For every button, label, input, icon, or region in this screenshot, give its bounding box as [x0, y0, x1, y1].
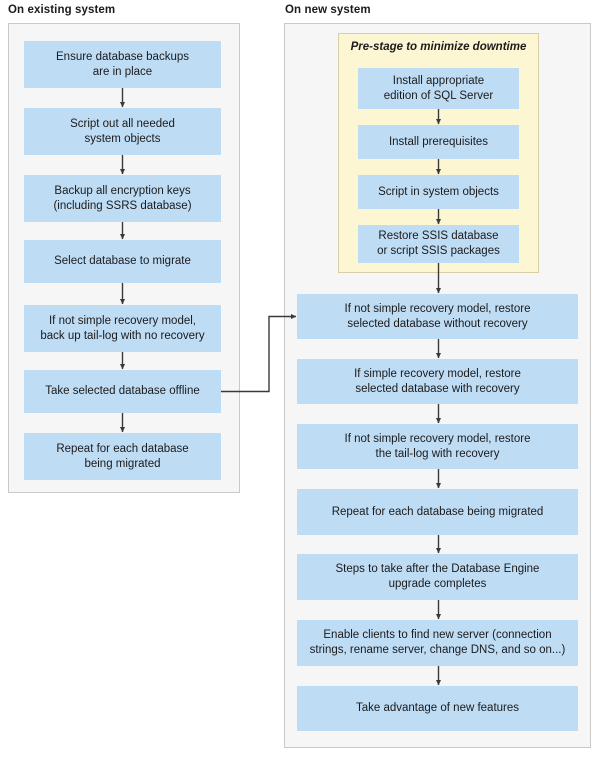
node-line-2: being migrated — [84, 457, 161, 470]
node-line-2: system objects — [84, 132, 161, 145]
node-backup-tail-log-no-recovery[interactable]: If not simple recovery model, back up ta… — [24, 305, 221, 352]
node-script-in-system-objects[interactable]: Script in system objects — [358, 175, 519, 209]
node-line-1: Restore SSIS database — [378, 230, 499, 242]
node-line-1: Repeat for each database — [56, 442, 189, 455]
node-select-database-to-migrate[interactable]: Select database to migrate — [24, 240, 221, 283]
node-line-1: Install appropriate — [392, 74, 485, 87]
node-line-1: Ensure database backups — [56, 50, 189, 63]
node-line-1: If simple recovery model, restore — [354, 367, 521, 380]
prestage-group-title: Pre-stage to minimize downtime — [350, 41, 527, 53]
node-line-2: upgrade completes — [388, 578, 487, 590]
node-line-2: edition of SQL Server — [383, 89, 494, 102]
node-line-1: Install prerequisites — [388, 135, 489, 148]
node-line-1: Backup all encryption keys — [54, 184, 191, 197]
node-restore-ssis-database[interactable]: Restore SSIS database or script SSIS pac… — [358, 225, 519, 263]
node-steps-after-upgrade[interactable]: Steps to take after the Database Engine … — [297, 554, 578, 600]
node-install-prerequisites[interactable]: Install prerequisites — [358, 125, 519, 159]
node-enable-clients-find-new-server[interactable]: Enable clients to find new server (conne… — [297, 620, 578, 666]
node-install-sql-server-edition[interactable]: Install appropriate edition of SQL Serve… — [358, 68, 519, 109]
node-restore-tail-log-with-recovery[interactable]: If not simple recovery model, restore th… — [297, 424, 578, 469]
node-restore-without-recovery[interactable]: If not simple recovery model, restore se… — [297, 294, 578, 339]
right-panel-title: On new system — [285, 4, 371, 16]
node-line-2: the tail-log with recovery — [375, 447, 500, 460]
node-line-1: Take selected database offline — [45, 385, 200, 397]
node-line-2: selected database with recovery — [355, 382, 520, 395]
node-repeat-for-each-database-right[interactable]: Repeat for each database being migrated — [297, 489, 578, 535]
node-line-1: If not simple recovery model, restore — [344, 302, 531, 315]
node-line-2: strings, rename server, change DNS, and … — [309, 644, 566, 656]
node-script-out-system-objects[interactable]: Script out all needed system objects — [24, 108, 221, 155]
node-ensure-database-backups[interactable]: Ensure database backups are in place — [24, 41, 221, 88]
node-take-advantage-new-features[interactable]: Take advantage of new features — [297, 686, 578, 731]
node-line-1: Script out all needed — [70, 117, 175, 130]
node-line-1: Take advantage of new features — [355, 702, 520, 714]
node-line-2: are in place — [92, 65, 153, 78]
node-line-2: (including SSRS database) — [53, 199, 192, 212]
node-line-1: If not simple recovery model, restore — [344, 432, 531, 445]
node-line-2: back up tail-log with no recovery — [40, 329, 205, 342]
node-repeat-for-each-database-left[interactable]: Repeat for each database being migrated — [24, 433, 221, 480]
node-line-1: Steps to take after the Database Engine — [335, 563, 540, 575]
node-line-2: selected database without recovery — [347, 317, 528, 330]
node-line-1: If not simple recovery model, — [48, 314, 196, 327]
node-line-2: or script SSIS packages — [377, 245, 500, 257]
node-line-1: Script in system objects — [378, 185, 499, 198]
node-line-1: Repeat for each database being migrated — [331, 505, 544, 518]
node-restore-with-recovery[interactable]: If simple recovery model, restore select… — [297, 359, 578, 404]
node-line-1: Enable clients to find new server (conne… — [323, 629, 552, 641]
node-backup-encryption-keys[interactable]: Backup all encryption keys (including SS… — [24, 175, 221, 222]
node-take-database-offline[interactable]: Take selected database offline — [24, 370, 221, 413]
left-panel-title: On existing system — [8, 4, 116, 16]
node-line-1: Select database to migrate — [54, 255, 191, 267]
